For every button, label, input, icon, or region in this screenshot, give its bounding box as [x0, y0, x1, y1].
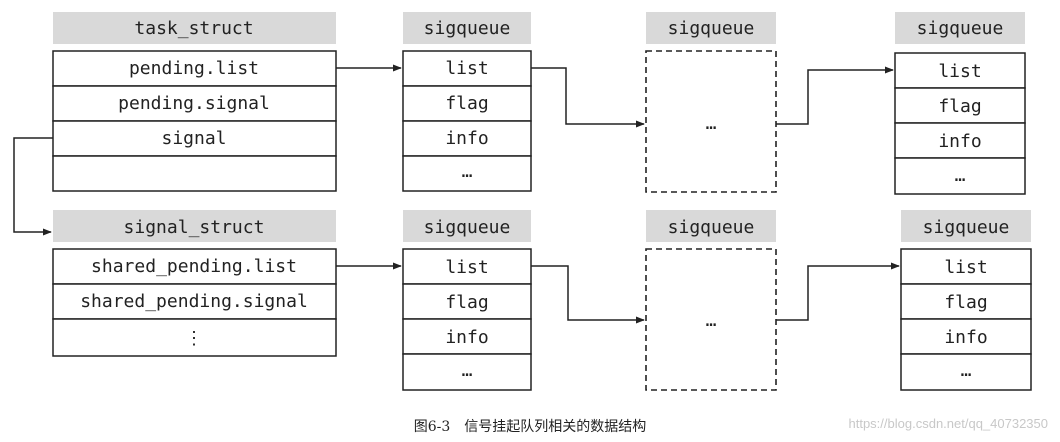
task-struct-block: task_struct pending.list pending.signal …: [52, 12, 337, 192]
sigqueue-field-more: [402, 155, 532, 192]
list-link-arrow: [776, 66, 894, 125]
sigqueue-field-label: …: [961, 360, 972, 381]
sigqueue-field-label: flag: [445, 292, 488, 313]
sigqueue-field-label: …: [955, 165, 966, 186]
sigqueue-field-info: [894, 122, 1026, 159]
sigqueue-field-list: [900, 248, 1032, 285]
sigqueue-field-more: [900, 353, 1032, 391]
sigqueue-header: [403, 12, 531, 44]
sigqueue-title: sigqueue: [424, 18, 511, 39]
list-link-arrow: [531, 265, 645, 324]
task-struct-header: [53, 12, 336, 44]
sigqueue-field-flag: [402, 283, 532, 320]
sigqueue-header: [895, 12, 1025, 44]
sigqueue-field-label: flag: [445, 93, 488, 114]
sigqueue-field-list: [402, 50, 532, 87]
sigqueue-ellipsis: …: [706, 113, 717, 134]
sigqueue-title: sigqueue: [917, 18, 1004, 39]
list-link-arrow: [776, 262, 900, 321]
sigqueue-box: sigqueue list flag info …: [900, 210, 1032, 391]
signal-struct-field-shared-pending-signal: [52, 283, 337, 320]
sigqueue-field-label: …: [462, 360, 473, 381]
sigqueue-field-list: [402, 248, 532, 285]
signal-struct-header: [53, 210, 336, 242]
sigqueue-dashed-box: sigqueue …: [645, 12, 777, 193]
task-struct-field-pending-list: [52, 50, 337, 87]
sigqueue-box: sigqueue list flag info …: [402, 12, 532, 192]
sigqueue-dashed-box: sigqueue …: [645, 210, 777, 391]
figure-caption: 图6-3 信号挂起队列相关的数据结构: [413, 419, 647, 435]
watermark: https://blog.csdn.net/qq_40732350: [848, 416, 1049, 431]
sigqueue-field-label: list: [445, 58, 488, 79]
sigqueue-field-label: flag: [938, 96, 981, 117]
sigqueue-field-more: [402, 353, 532, 391]
sigqueue-field-label: info: [445, 327, 488, 348]
list-link-arrow: [531, 67, 645, 128]
sigqueue-dashed-body: [645, 50, 777, 193]
signal-struct-field-label: shared_pending.list: [91, 256, 297, 277]
sigqueue-field-more: [894, 157, 1026, 195]
sigqueue-title: sigqueue: [668, 217, 755, 238]
sigqueue-field-list: [894, 52, 1026, 89]
sigqueue-field-label: flag: [944, 292, 987, 313]
sigqueue-header: [403, 210, 531, 242]
sigqueue-field-label: list: [938, 61, 981, 82]
sigqueue-field-label: …: [462, 161, 473, 182]
signal-struct-field-more: [52, 318, 337, 357]
sigqueue-header: [646, 12, 776, 44]
sigqueue-field-info: [402, 120, 532, 157]
task-struct-field-label: pending.signal: [118, 93, 270, 114]
sigqueue-box: sigqueue list flag info …: [402, 210, 532, 391]
sigqueue-header: [646, 210, 776, 242]
sigqueue-field-label: list: [944, 257, 987, 278]
sigqueue-title: sigqueue: [923, 217, 1010, 238]
signal-struct-field-label: ⋮: [185, 328, 203, 349]
task-struct-field-label: pending.list: [129, 58, 259, 79]
sigqueue-dashed-body: [645, 248, 777, 391]
signal-struct-block: signal_struct shared_pending.list shared…: [52, 210, 337, 357]
sigqueue-ellipsis: …: [706, 310, 717, 331]
signal-pointer-arrow: [13, 137, 53, 236]
sigqueue-field-label: info: [445, 128, 488, 149]
sigqueue-header: [901, 210, 1031, 242]
sigqueue-field-flag: [402, 85, 532, 122]
task-struct-field-empty: [52, 155, 337, 192]
sigqueue-field-label: info: [944, 327, 987, 348]
sigqueue-field-label: info: [938, 131, 981, 152]
signal-struct-field-label: shared_pending.signal: [80, 291, 308, 312]
sigqueue-field-info: [402, 318, 532, 355]
signal-queue-diagram: task_struct pending.list pending.signal …: [13, 12, 1032, 391]
task-struct-field-label: signal: [161, 128, 226, 149]
sigqueue-title: sigqueue: [424, 217, 511, 238]
signal-struct-title: signal_struct: [124, 217, 265, 238]
task-struct-field-pending-signal: [52, 85, 337, 122]
task-struct-field-signal: [52, 120, 337, 157]
sigqueue-field-label: list: [445, 257, 488, 278]
sigqueue-title: sigqueue: [668, 18, 755, 39]
task-struct-title: task_struct: [134, 18, 253, 39]
sigqueue-box: sigqueue list flag info …: [894, 12, 1026, 195]
